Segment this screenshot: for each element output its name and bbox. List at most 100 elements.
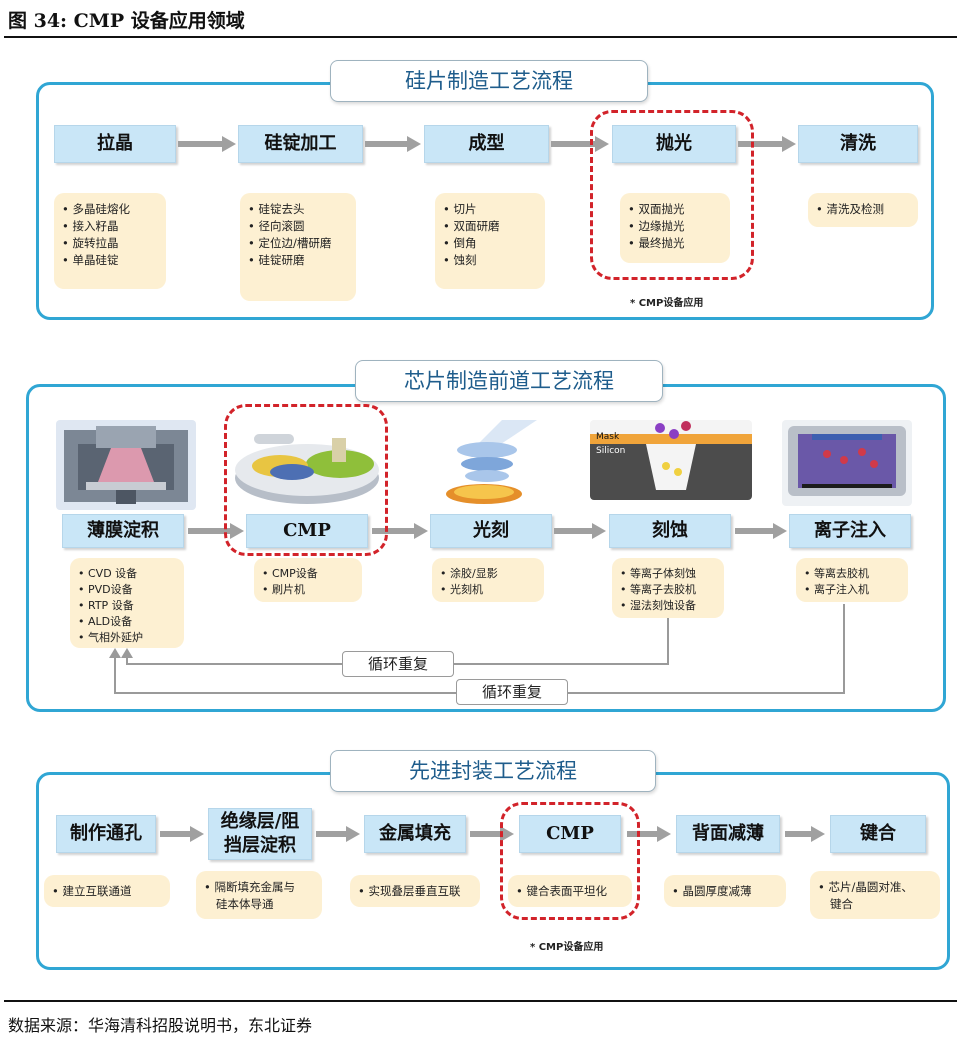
note-item: 涂胶/显影 <box>440 566 536 582</box>
note-item: 刷片机 <box>262 582 354 598</box>
arrow <box>738 136 796 152</box>
note-item: 切片 <box>443 201 537 218</box>
loop-line <box>667 618 669 664</box>
notes-backside-thinning: 晶圆厚度减薄 <box>664 875 786 907</box>
notes-insulation-barrier-deposition: 隔断填充金属与 硅本体导通 <box>196 871 322 919</box>
step-label-line: 绝缘层/阻 <box>220 811 300 832</box>
notes-metal-filling: 实现叠层垂直互联 <box>350 875 480 907</box>
deposition-chamber-illustration <box>56 420 196 510</box>
note-item: 气相外延炉 <box>78 630 176 646</box>
arrow <box>627 826 671 842</box>
note-item-continued: 键合 <box>830 897 853 911</box>
data-source: 数据来源：华海清科招股说明书，东北证券 <box>8 1016 313 1035</box>
note-item: 蚀刻 <box>443 252 537 269</box>
figure-title: 图 34: CMP 设备应用领域 <box>8 10 245 32</box>
note-item: 硅锭研磨 <box>248 252 348 269</box>
note-item: 隔断填充金属与 <box>204 879 314 896</box>
packaging-process-title: 先进封装工艺流程 <box>330 750 656 792</box>
silicon-label: Silicon <box>596 446 626 456</box>
note-item: 湿法刻蚀设备 <box>620 598 716 614</box>
lithography-graphic <box>446 420 537 504</box>
loop-label-repeat: 循环重复 <box>456 679 568 705</box>
note-item: 清洗及检测 <box>816 201 910 218</box>
step-ingot-processing: 硅锭加工 <box>238 125 363 163</box>
cmp-highlight-packaging <box>500 802 640 920</box>
loop-arrowhead <box>109 648 121 658</box>
cmp-application-note: * CMP设备应用 <box>630 298 704 309</box>
step-shaping: 成型 <box>424 125 549 163</box>
arrow <box>551 136 609 152</box>
etching-illustration: Mask Silicon <box>590 420 752 500</box>
note-item: 径向滚圆 <box>248 218 348 235</box>
step-cmp-packaging: CMP <box>519 815 621 853</box>
ion-implant-illustration <box>782 420 912 506</box>
cmp-highlight-frontend <box>224 404 388 556</box>
note-item: 定位边/槽研磨 <box>248 235 348 252</box>
notes-crystal-pulling: 多晶硅熔化 接入籽晶 旋转拉晶 单晶硅锭 <box>54 193 166 289</box>
etching-graphic <box>590 420 752 500</box>
step-cmp: CMP <box>246 514 368 548</box>
note-item: PVD设备 <box>78 582 176 598</box>
notes-polishing: 双面抛光 边缘抛光 最终抛光 <box>620 193 730 263</box>
arrow <box>316 826 360 842</box>
wafer-process-title: 硅片制造工艺流程 <box>330 60 648 102</box>
note-item: 芯片/晶圆对准、 <box>818 879 932 896</box>
note-item: 双面研磨 <box>443 218 537 235</box>
step-etching: 刻蚀 <box>609 514 731 548</box>
loop-line <box>126 656 128 665</box>
cmp-application-note: * CMP设备应用 <box>530 942 604 953</box>
note-item: 建立互联通道 <box>52 883 162 900</box>
step-thin-film-deposition: 薄膜淀积 <box>62 514 184 548</box>
step-lithography: 光刻 <box>430 514 552 548</box>
note-item: 最终抛光 <box>628 235 722 252</box>
step-ion-implantation: 离子注入 <box>789 514 911 548</box>
notes-via-formation: 建立互联通道 <box>44 875 170 907</box>
note-item: 接入籽晶 <box>62 218 158 235</box>
note-item: ALD设备 <box>78 614 176 630</box>
note-item: 实现叠层垂直互联 <box>358 883 472 900</box>
arrow <box>365 136 421 152</box>
notes-etching: 等离子体刻蚀 等离子去胶机 湿法刻蚀设备 <box>612 558 724 618</box>
note-item: 等离去胶机 <box>804 566 900 582</box>
arrow <box>785 826 825 842</box>
packaging-process-panel <box>36 772 950 970</box>
loop-line <box>843 604 845 693</box>
note-item: 等离子体刻蚀 <box>620 566 716 582</box>
step-backside-thinning: 背面减薄 <box>676 815 780 853</box>
step-cleaning: 清洗 <box>798 125 918 163</box>
note-item: 单晶硅锭 <box>62 252 158 269</box>
note-item: 光刻机 <box>440 582 536 598</box>
note-item: RTP 设备 <box>78 598 176 614</box>
step-bonding: 键合 <box>830 815 926 853</box>
lithography-illustration <box>432 420 542 508</box>
note-item: 硅锭去头 <box>248 201 348 218</box>
note-item: 离子注入机 <box>804 582 900 598</box>
arrow <box>160 826 204 842</box>
step-via-formation: 制作通孔 <box>56 815 156 853</box>
ion-implant-graphic <box>782 420 912 506</box>
step-crystal-pulling: 拉晶 <box>54 125 176 163</box>
note-item: 倒角 <box>443 235 537 252</box>
step-insulation-barrier-deposition: 绝缘层/阻 挡层淀积 <box>208 808 312 860</box>
notes-ion-implantation: 等离去胶机 离子注入机 <box>796 558 908 602</box>
notes-lithography: 涂胶/显影 光刻机 <box>432 558 544 602</box>
mask-label: Mask <box>596 432 620 442</box>
step-label-line: 挡层淀积 <box>224 835 296 856</box>
cmp-highlight-polishing <box>590 110 754 280</box>
note-item: CVD 设备 <box>78 566 176 582</box>
note-item: 键合表面平坦化 <box>516 883 624 900</box>
note-item: CMP设备 <box>262 566 354 582</box>
frontend-process-title: 芯片制造前道工艺流程 <box>355 360 663 402</box>
notes-thin-film-deposition: CVD 设备 PVD设备 RTP 设备 ALD设备 气相外延炉 <box>70 558 184 648</box>
arrow <box>735 523 787 539</box>
note-item: 多晶硅熔化 <box>62 201 158 218</box>
note-item: 边缘抛光 <box>628 218 722 235</box>
note-item-continued: 硅本体导通 <box>216 897 274 911</box>
notes-cmp: CMP设备 刷片机 <box>254 558 362 602</box>
bottom-rule <box>4 1000 957 1002</box>
note-item: 等离子去胶机 <box>620 582 716 598</box>
notes-ingot-processing: 硅锭去头 径向滚圆 定位边/槽研磨 硅锭研磨 <box>240 193 356 301</box>
step-metal-filling: 金属填充 <box>364 815 466 853</box>
step-polishing: 抛光 <box>612 125 736 163</box>
top-rule <box>4 36 957 38</box>
